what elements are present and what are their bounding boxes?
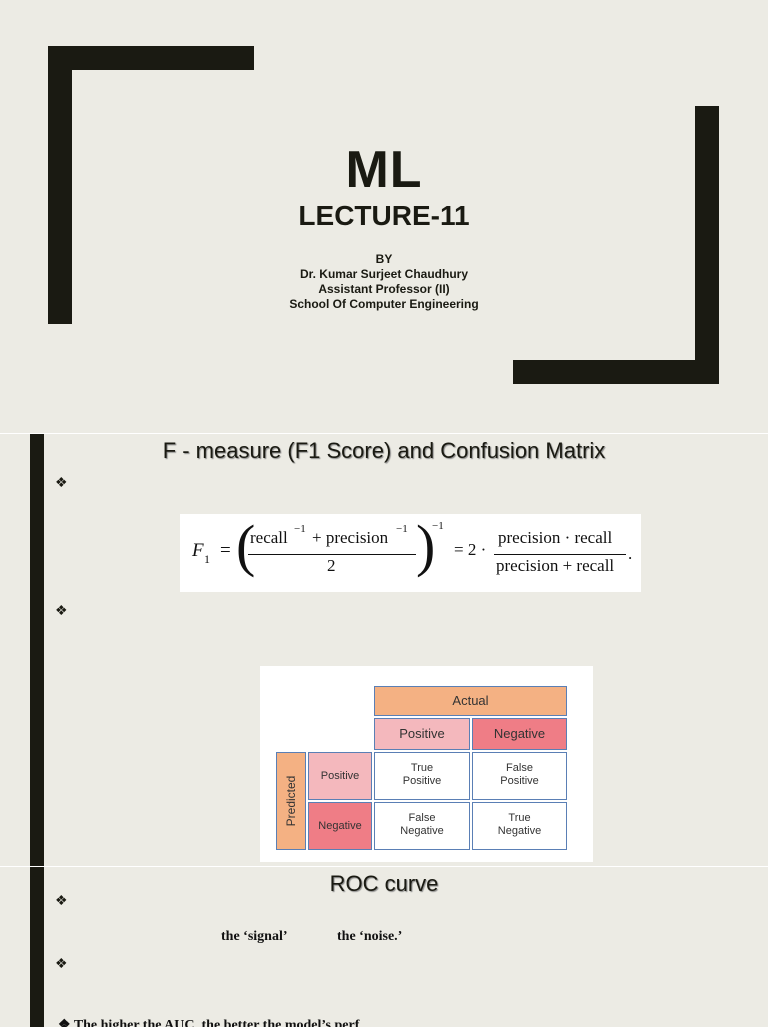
roc-slide: ROC curve ❖ the ‘signal’ the ‘noise.’ ❖ … [0, 866, 768, 1027]
formula-num-recall: recall [250, 528, 288, 547]
by-label: BY [375, 252, 393, 266]
predicted-label: Predicted [276, 752, 306, 850]
formula-num-2: precision · recall [498, 528, 613, 547]
bullet-icon: ❖ [55, 474, 68, 490]
tp-line2: Positive [402, 775, 442, 787]
slide-heading: ROC curve [329, 871, 439, 896]
formula-lhs: F [192, 540, 204, 561]
predicted-text: Predicted [284, 775, 298, 827]
author-name: Dr. Kumar Surjeet Chaudhury [299, 267, 469, 281]
tn-line2: Negative [497, 825, 542, 837]
bullet-icon: ❖ [55, 602, 68, 618]
auc-text: The higher the AUC, the better the model… [73, 1018, 360, 1027]
formula-exp-1: −1 [294, 523, 306, 535]
left-accent-bar [30, 867, 44, 1027]
formula-num-precision: + precision [312, 528, 389, 547]
f-measure-slide: F - measure (F1 Score) and Confusion Mat… [0, 433, 768, 866]
top-left-bracket-vertical [48, 46, 72, 324]
top-left-bracket-horizontal [48, 46, 254, 70]
predicted-negative: Negative [308, 802, 372, 850]
signal-text: the ‘signal’ [221, 929, 288, 944]
slide-title: ML [345, 141, 423, 199]
bottom-right-bracket-horizontal [513, 360, 719, 384]
false-negative-cell: False Negative [374, 802, 470, 850]
close-paren: ) [416, 513, 436, 578]
noise-text: the ‘noise.’ [337, 929, 403, 944]
formula-equals: = [220, 540, 231, 561]
bullet-icon: ❖ [55, 892, 68, 908]
predicted-positive: Positive [308, 752, 372, 800]
false-positive-cell: False Positive [472, 752, 567, 800]
fraction-bar-1 [248, 554, 416, 555]
bottom-right-bracket-vertical [695, 106, 719, 384]
tp-line1: True [410, 762, 434, 774]
fn-line2: Negative [400, 825, 444, 837]
formula-den-2: 2 [327, 556, 336, 575]
formula-outer-exp: −1 [432, 520, 444, 532]
f1-formula: F 1 = ( recall −1 + precision −1 2 ) −1 … [180, 514, 641, 592]
open-paren: ( [236, 513, 256, 578]
slide-subtitle: LECTURE-11 [298, 200, 470, 231]
formula-period: . [628, 544, 633, 563]
actual-header: Actual [374, 686, 567, 716]
actual-positive: Positive [374, 718, 470, 750]
fp-line2: Positive [500, 775, 539, 787]
left-accent-bar [30, 434, 44, 866]
bullet-icon: ❖ [58, 1018, 71, 1027]
byline: BY Dr. Kumar Surjeet Chaudhury Assistant… [0, 252, 768, 312]
formula-den-2b: precision + recall [496, 556, 615, 575]
formula-lhs-sub: 1 [204, 552, 210, 566]
true-negative-cell: True Negative [472, 802, 567, 850]
fp-line1: False [506, 762, 533, 774]
author-role: Assistant Professor (II) [318, 282, 450, 296]
slide-heading: F - measure (F1 Score) and Confusion Mat… [162, 438, 606, 463]
fn-line1: False [408, 812, 436, 824]
fraction-bar-2 [494, 554, 626, 555]
formula-exp-2: −1 [396, 523, 408, 535]
title-slide: ML LECTURE-11 BY Dr. Kumar Surjeet Chaud… [0, 0, 768, 432]
tn-line1: True [508, 812, 531, 824]
author-school: School Of Computer Engineering [289, 297, 479, 311]
auc-line: ❖ The higher the AUC, the better the mod… [58, 1017, 359, 1027]
bullet-icon: ❖ [55, 955, 68, 971]
formula-equals-2: = 2 · [454, 540, 487, 559]
true-positive-cell: True Positive [374, 752, 470, 800]
confusion-matrix: Actual Positive Negative Predicted Posit… [260, 666, 593, 862]
actual-negative: Negative [472, 718, 567, 750]
